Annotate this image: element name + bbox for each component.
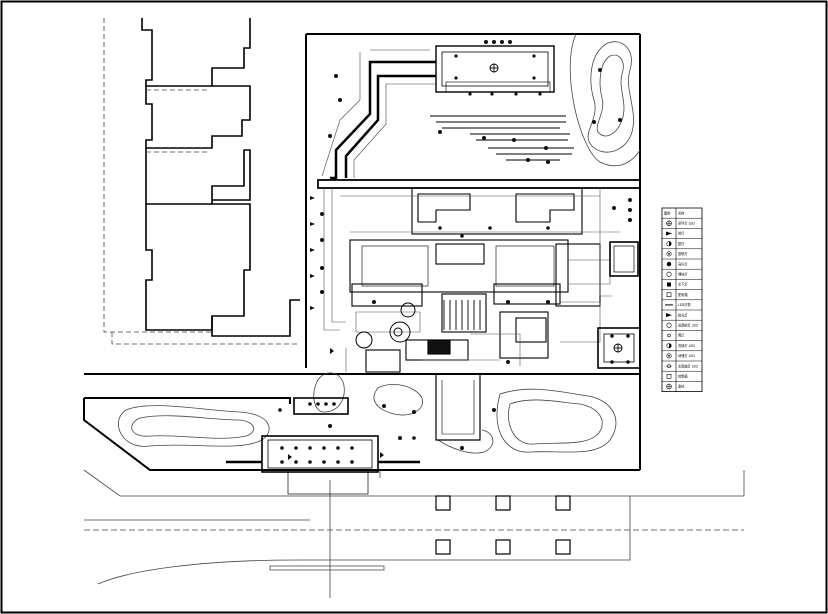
legend-label: 水下灯 (678, 282, 688, 287)
terrace-stripes (430, 115, 574, 161)
half-circle-icon (666, 241, 672, 247)
dot-circle-icon (666, 353, 672, 359)
legend-label: LED灯带 (678, 302, 691, 307)
right-pavilions (597, 241, 641, 369)
site-boundary (83, 33, 641, 471)
main-building (317, 179, 641, 373)
circle-small-icon (667, 333, 671, 338)
legend-label: 洗墙灯 LED (678, 343, 695, 348)
legend-header-symbol: 图例 (664, 210, 670, 215)
legend-header-name: 名称 (678, 210, 685, 215)
nw-walkway (330, 60, 436, 180)
legend-label: 投光灯 (678, 312, 688, 317)
legend-label: 地埋灯 LED (678, 353, 695, 358)
legend-label: 草坪灯 LED (678, 221, 695, 226)
left-dashed-boundary (103, 18, 300, 345)
arrow-right-icon (666, 313, 672, 318)
dot-circle-icon (666, 251, 672, 257)
legend-label: 射灯 (678, 231, 685, 236)
uplight-arrows (288, 196, 384, 460)
lower-landscape-curves (118, 372, 617, 454)
legend-label: 高杆灯 (678, 261, 688, 266)
central-path (435, 374, 481, 441)
legend-label: 控制箱 (678, 374, 688, 379)
right-pavilion-monitor (613, 343, 623, 353)
legend-label: 筒灯 (678, 333, 685, 338)
filled-square-icon (667, 282, 671, 287)
legend-label: 配电箱 (678, 292, 688, 297)
circle-icon (666, 322, 672, 328)
building-hatching (443, 300, 481, 330)
half-filled-icon (666, 343, 672, 349)
legend-label: 景观射灯 LED (678, 323, 699, 328)
roads (83, 469, 745, 598)
cross-circle-icon (666, 383, 672, 390)
building-round-features (355, 302, 416, 349)
legend-label: 壁灯 (678, 241, 685, 246)
road-squares (435, 495, 571, 555)
circle-cross-icon (666, 220, 672, 227)
nw-walkway-detail (321, 49, 436, 178)
lower-pavilion (226, 397, 420, 495)
top-pavilion (435, 45, 555, 93)
ring-icon (666, 271, 672, 277)
legend-label: 监控 (678, 384, 685, 389)
legend-label: 庭院灯 (678, 251, 688, 256)
arrow-right-icon (666, 231, 672, 236)
lighting-fixtures (278, 40, 632, 464)
building-detail-lines (323, 188, 620, 372)
pavilion-monitor (489, 63, 499, 73)
sun-icon (666, 364, 672, 369)
square-icon (666, 373, 672, 379)
legend-label: 太阳能灯 LED (678, 363, 699, 368)
landscape-curves-right (569, 33, 641, 167)
square-icon (666, 292, 672, 298)
filled-circle-icon (666, 261, 672, 267)
legend-label: 埋地灯 (678, 272, 688, 277)
left-building-outlines (141, 18, 300, 337)
